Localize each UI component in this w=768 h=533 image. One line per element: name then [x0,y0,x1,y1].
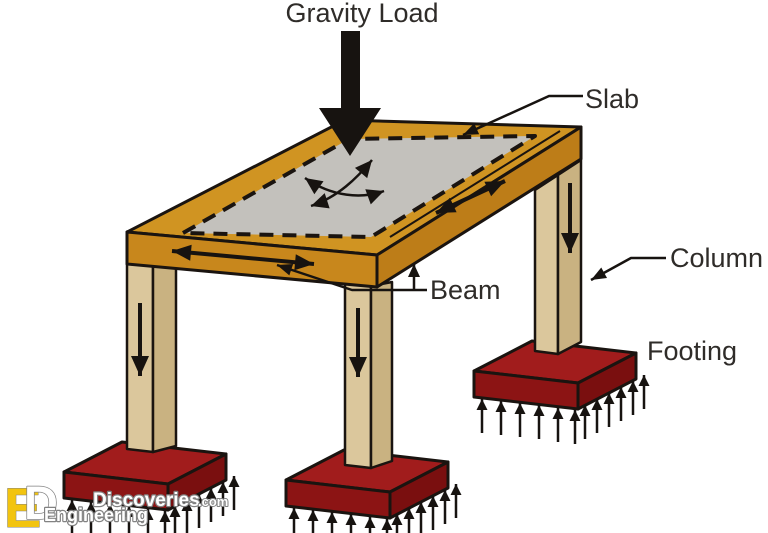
front-beam-force-arrow [171,244,315,271]
middle-footing-side [388,460,450,520]
slab-two-way-arrow-2 [310,159,373,209]
soil-reaction-arrow [391,514,403,533]
middle-column [343,280,394,470]
soil-reaction-arrow [638,375,650,409]
soil-reaction-arrow [66,500,78,533]
soil-reaction-arrow [123,506,135,533]
soil-reaction-arrow [169,506,181,533]
soil-reaction-arrow [159,511,171,533]
soil-reaction-arrow [345,514,357,533]
middle-footing [284,448,462,533]
column-leader-line [590,256,666,282]
soil-reaction-arrow [288,508,300,533]
slab-label: Slab [585,84,639,114]
soil-reaction-arrow [381,519,393,533]
gravity-arrow-shaft [341,31,360,111]
soil-reaction-arrow [495,401,507,435]
slab-leader-line [462,94,583,137]
soil-reaction-arrow [450,484,462,518]
beam-leader-line [276,263,427,292]
soil-reaction-arrow [142,509,154,533]
watermark-discoveries: Discoveries [93,490,200,511]
column-label: Column [670,243,763,273]
soil-reaction-arrow [603,393,615,427]
middle-column-side-face [369,280,394,470]
soil-reaction-arrow [514,403,526,437]
slab-panel [181,134,537,239]
left-footing [62,440,240,533]
right-beam-face [375,125,583,289]
gravity-arrow-head [319,108,381,156]
soil-reaction-arrow [533,405,545,439]
soil-reaction-arrow [627,381,639,415]
logo-mark-e: E [4,476,41,533]
right-column-front-face [533,173,560,356]
right-beam-force-arrow [435,179,506,215]
soil-reaction-arrow [579,405,591,439]
soil-reaction-arrow [476,399,488,433]
slab-two-way-arrow-1 [304,176,385,205]
left-footing-side [166,452,228,512]
left-column-load-arrow [131,303,149,376]
soil-reaction-arrow [228,476,240,510]
soil-reaction-arrow [307,510,319,533]
beam-leader-line-vertical [408,264,420,291]
soil-reaction-arrow [591,399,603,433]
left-column-side-face [151,261,178,454]
gravity-load-arrow [319,31,381,156]
gravity-load-label: Gravity Load [285,0,438,28]
watermark-dot-com: .com [198,494,228,509]
edge-beam-inset-line [389,130,561,238]
beam-label: Beam [430,275,501,305]
soil-reaction-arrow [181,500,193,533]
soil-reaction-arrow [569,410,581,444]
soil-reaction-arrow [85,502,97,533]
right-column [533,158,583,356]
soil-reaction-arrow [104,504,116,533]
soil-reaction-arrow [427,496,439,530]
logo-mark-d: D [24,476,58,529]
soil-reaction-arrow [552,408,564,442]
soil-reaction-arrow [205,488,217,522]
footing-label: Footing [647,336,737,366]
soil-reaction-arrow [364,517,376,533]
soil-reaction-arrow [615,387,627,421]
soil-reaction-arrow [415,502,427,533]
soil-reaction-arrow [403,508,415,533]
soil-reaction-arrow [193,494,205,528]
right-column-load-arrow [561,183,579,253]
middle-column-load-arrow [349,308,367,377]
watermark-engineering: Engineering [44,505,148,525]
right-footing-side [576,351,638,411]
soil-reaction-arrow [439,490,451,524]
right-footing [472,339,650,444]
soil-reaction-arrow [326,512,338,533]
soil-reaction-arrow [217,482,229,516]
